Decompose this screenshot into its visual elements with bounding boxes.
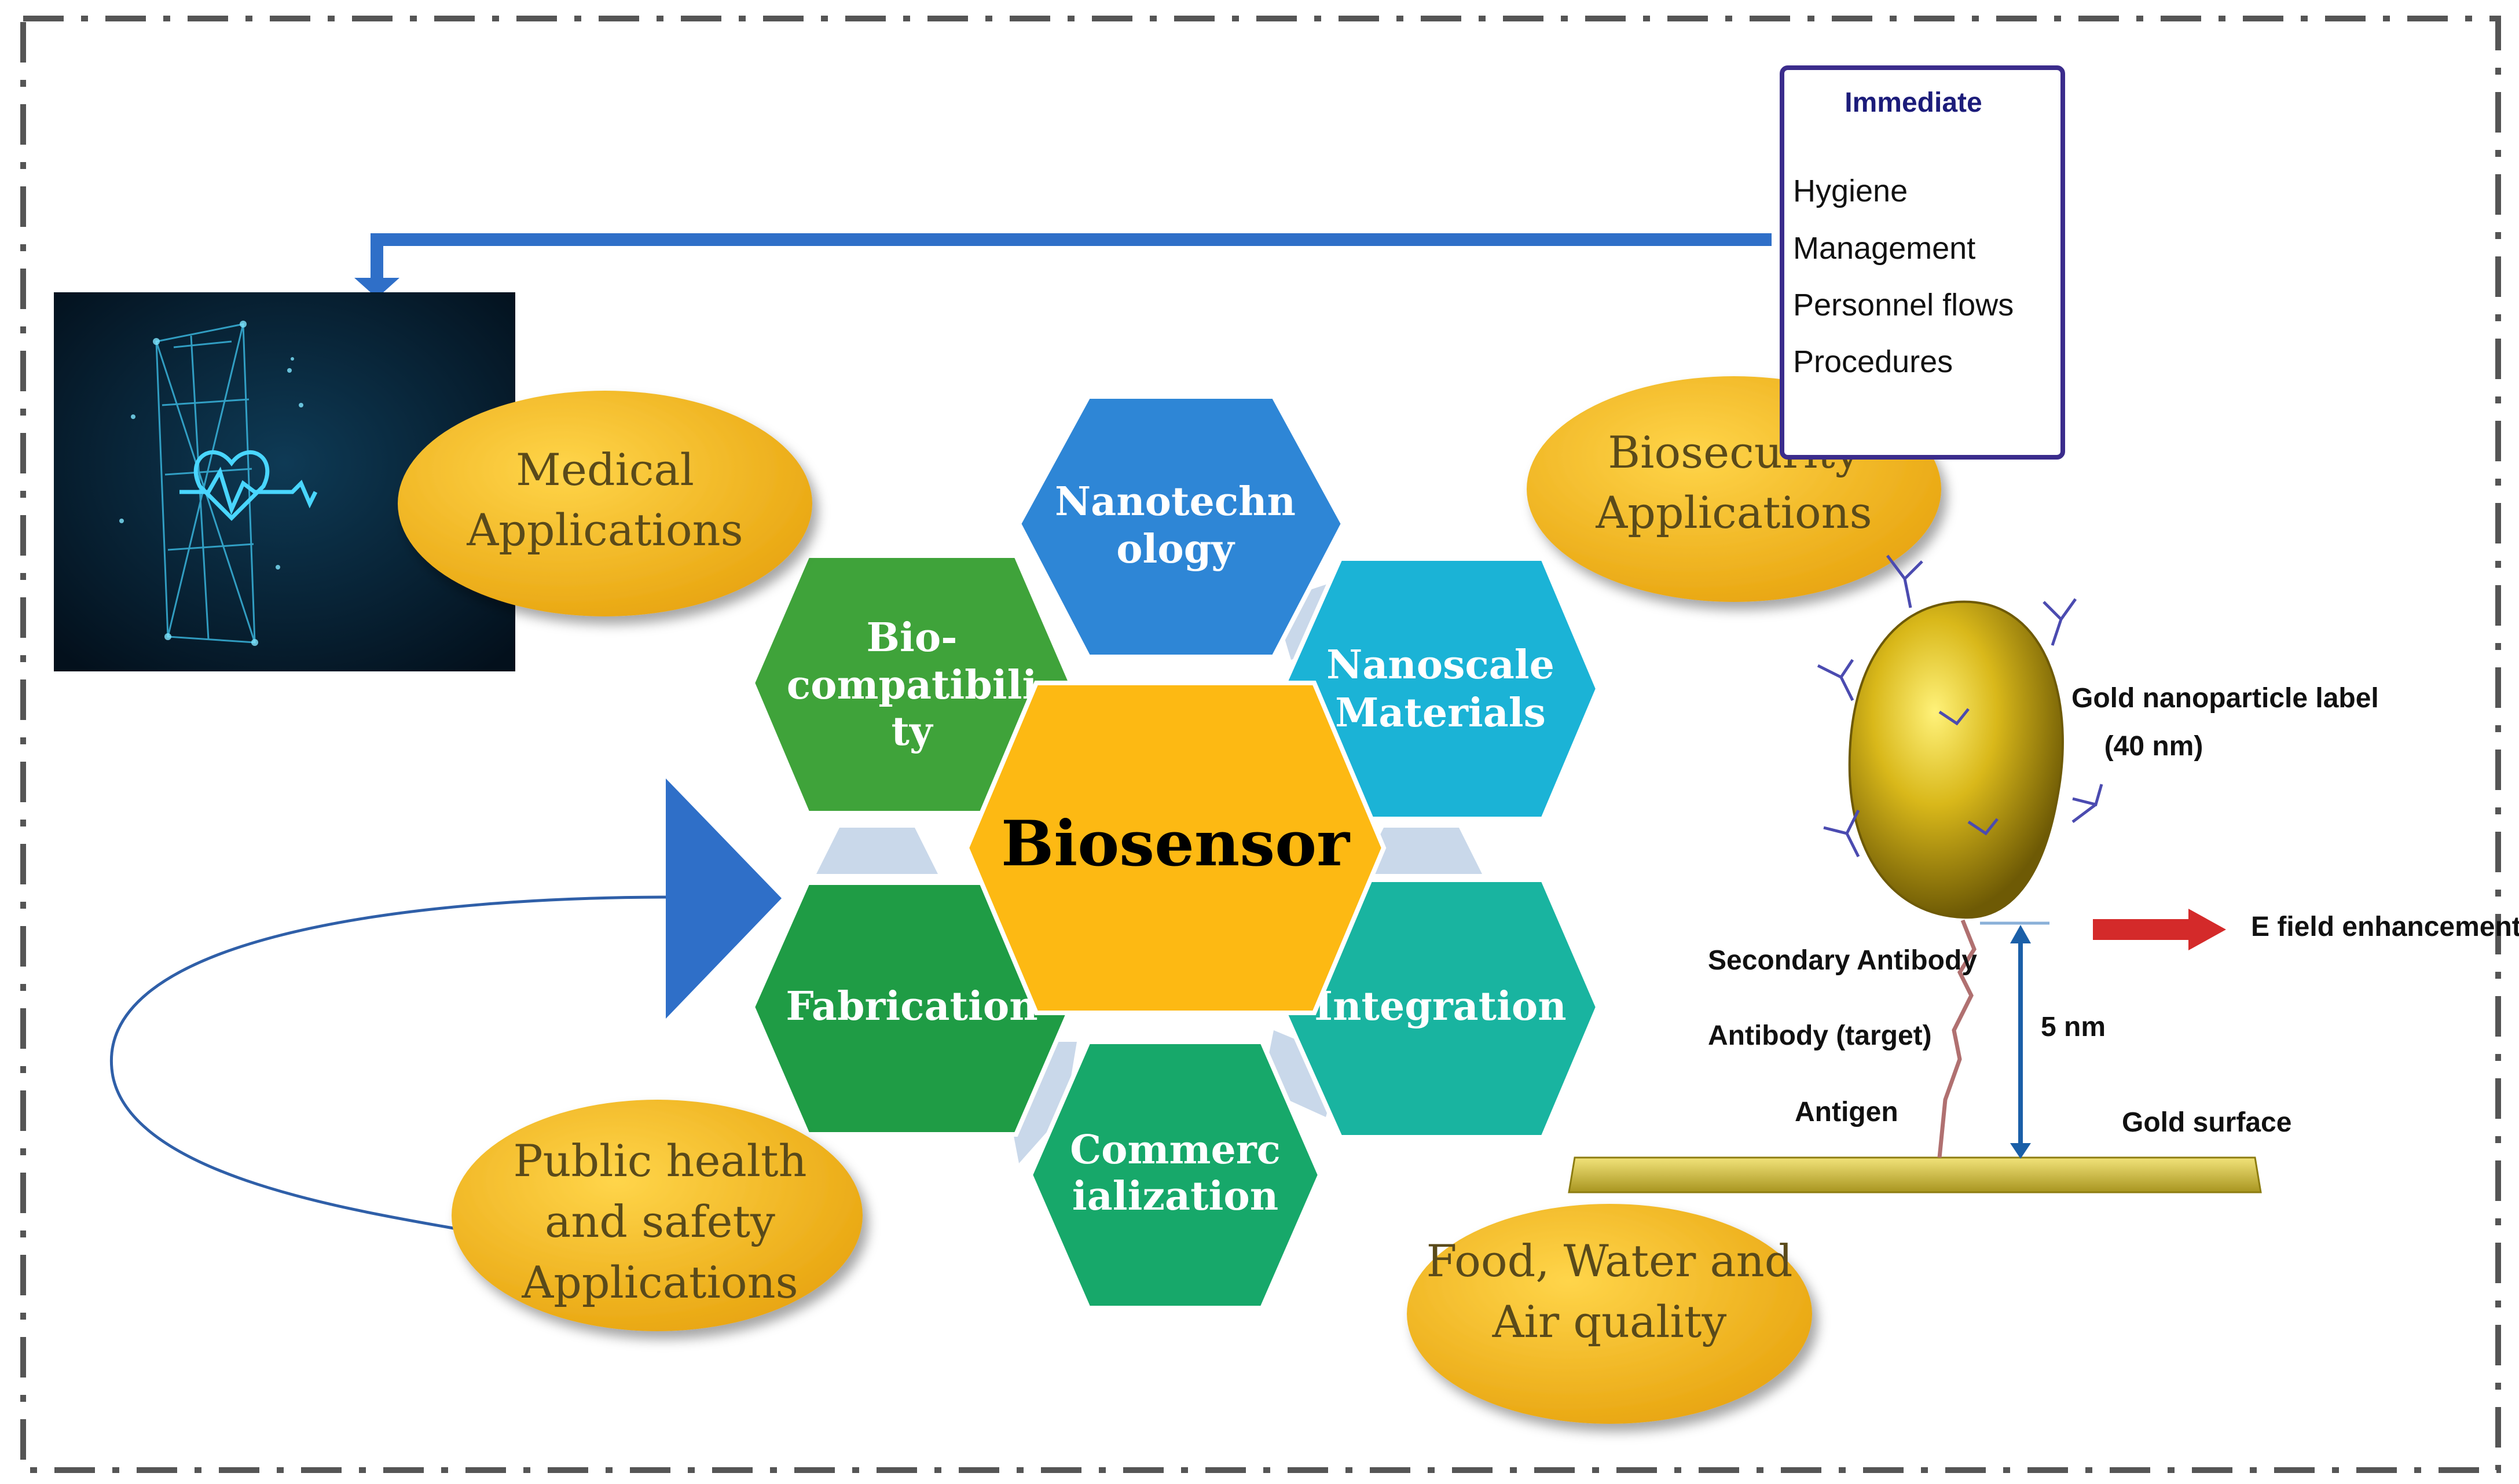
immediate-box: Immediate Hygiene Management Personnel f… — [1780, 65, 2065, 460]
immediate-title: Immediate — [1845, 87, 1982, 118]
hex-commercialization-line2: ialization — [1072, 1173, 1278, 1219]
gold-nanoparticle-illustration: Gold nanoparticle label (40 nm) E field … — [1568, 554, 2519, 1193]
dashed-frame — [20, 16, 2501, 1473]
oval-medical-applications: Medical Applications — [398, 391, 812, 616]
biosensor-title: Biosensor — [1001, 807, 1351, 880]
immediate-item-hygiene: Hygiene — [1793, 174, 1908, 208]
hex-nanoscale-line2: Materials — [1335, 690, 1546, 736]
efield-arrow-icon — [2093, 909, 2226, 950]
hex-integration: Integration — [1279, 877, 1601, 1140]
oval-public-health-line2: and safety — [545, 1196, 775, 1247]
gold-surface-label: Gold surface — [2122, 1107, 2291, 1138]
top-connector-arrow — [354, 233, 1772, 298]
hex-biocompatibility-line2: compatibili — [787, 662, 1037, 708]
oval-medical-line2: Applications — [466, 504, 743, 556]
hex-biosensor-center: Biosensor — [964, 681, 1387, 1015]
antigen-label: Antigen — [1795, 1097, 1898, 1127]
oval-public-health: Public health and safety Applications — [452, 1100, 863, 1331]
hex-nanoscale-line1: Nanoscale — [1326, 642, 1554, 688]
gold-nanoparticle — [1848, 600, 2064, 919]
hex-integration-label: Integration — [1314, 983, 1566, 1030]
hex-nanoscale-materials: Nanoscale Materials — [1279, 556, 1601, 821]
hex-nanotechnology-line1: Nanotechn — [1055, 479, 1296, 525]
antibody-chain-icon — [1937, 919, 1977, 1158]
oval-public-health-line3: Applications — [521, 1257, 798, 1308]
hex-commercialization: Commerc ialization — [1028, 1039, 1323, 1310]
hex-commercialization-line1: Commerc — [1070, 1127, 1281, 1173]
antibody-target-label: Antibody (target) — [1708, 1020, 1932, 1051]
hex-biocompatibility: Bio- compatibili ty — [750, 553, 1074, 816]
oval-public-health-line1: Public health — [513, 1135, 806, 1187]
hex-biocompatibility-line3: ty — [892, 708, 934, 755]
secondary-antibody-label: Secondary Antibody — [1708, 945, 1977, 976]
heartbeat-line-icon — [179, 466, 318, 515]
immediate-item-personnel-flows: Personnel flows — [1793, 288, 2014, 322]
nanoparticle-label-line2: (40 nm) — [2104, 731, 2203, 762]
oval-medical-line1: Medical — [516, 444, 694, 495]
distance-label: 5 nm — [2041, 1012, 2106, 1042]
efield-label: E field enhancement — [2251, 912, 2519, 942]
immediate-item-procedures: Procedures — [1793, 344, 1953, 379]
oval-food-line1: Food, Water and — [1427, 1235, 1793, 1287]
loop-curve — [110, 895, 672, 1232]
immediate-item-management: Management — [1793, 231, 1975, 266]
heart-icon — [193, 450, 270, 521]
oval-food-line2: Air quality — [1492, 1296, 1727, 1347]
hex-biocompatibility-line1: Bio- — [867, 615, 958, 661]
play-triangle-icon — [666, 778, 782, 1019]
antibody-icons — [1817, 554, 2103, 858]
gold-surface-slab — [1568, 1156, 2262, 1193]
nanoparticle-label-line1: Gold nanoparticle label — [2071, 683, 2379, 714]
oval-biosecurity-line2: Applications — [1595, 487, 1872, 538]
hex-nanotechnology-line2: ology — [1116, 526, 1235, 572]
hex-fabrication-label: Fabrication — [786, 983, 1037, 1030]
oval-food-water-air: Food, Water and Air quality — [1407, 1204, 1812, 1424]
hex-nanotechnology: Nanotechn ology — [1016, 394, 1346, 659]
